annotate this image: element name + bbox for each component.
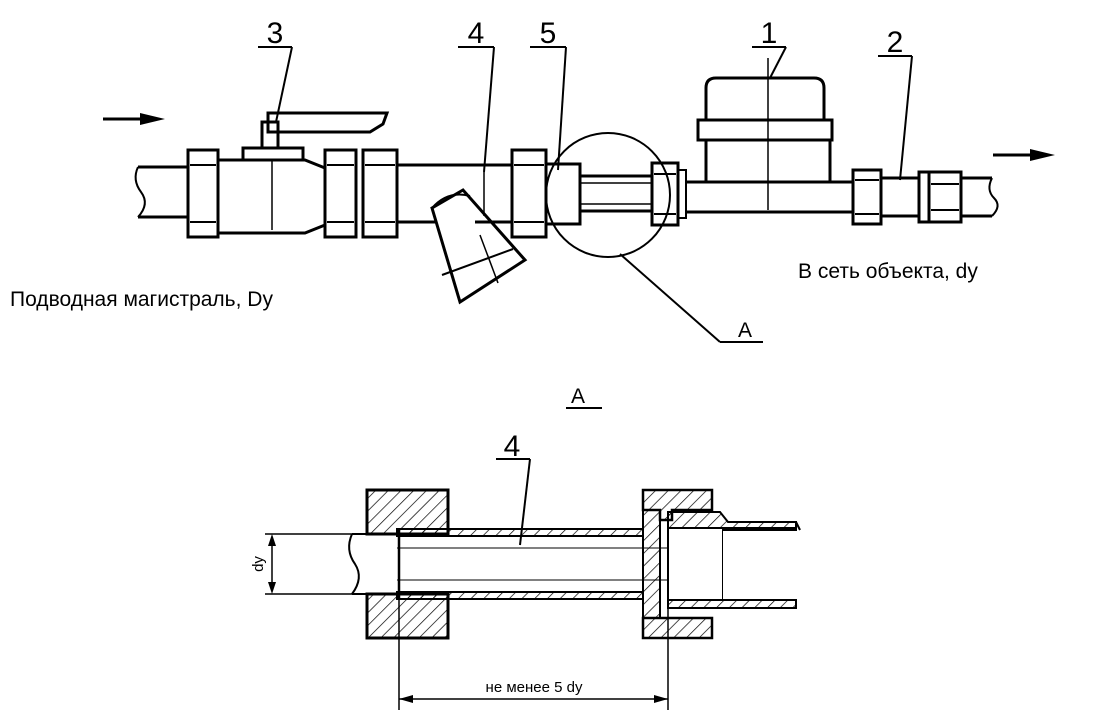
- label-1: 1: [761, 17, 778, 50]
- main-assembly: [103, 46, 1055, 343]
- inlet-caption: Подводная магистраль, Dy: [10, 288, 273, 311]
- inlet-pipe: [134, 165, 188, 219]
- detail-callout-a: [545, 132, 763, 343]
- label-5: 5: [540, 17, 557, 50]
- ball-valve-right-nut: [323, 148, 358, 239]
- diameter-dimension-label: dy: [250, 556, 267, 572]
- detail-label-4: 4: [504, 430, 521, 463]
- outlet-caption: В сеть объекта, dy: [798, 260, 978, 283]
- label-2: 2: [887, 26, 904, 59]
- label-3: 3: [267, 17, 284, 50]
- outlet-coupling: [851, 168, 999, 226]
- callout-a-label: А: [738, 319, 752, 342]
- label-leaders: [258, 46, 913, 181]
- water-meter: [686, 58, 853, 214]
- outlet-flow-arrow: [993, 149, 1055, 161]
- detail-a-title: А: [571, 385, 585, 408]
- length-dimension-label: не менее 5 dy: [486, 679, 583, 696]
- detail-a-section: [265, 458, 801, 710]
- label-4: 4: [468, 17, 485, 50]
- inlet-flow-arrow: [103, 113, 165, 125]
- strainer-filter: [361, 148, 548, 305]
